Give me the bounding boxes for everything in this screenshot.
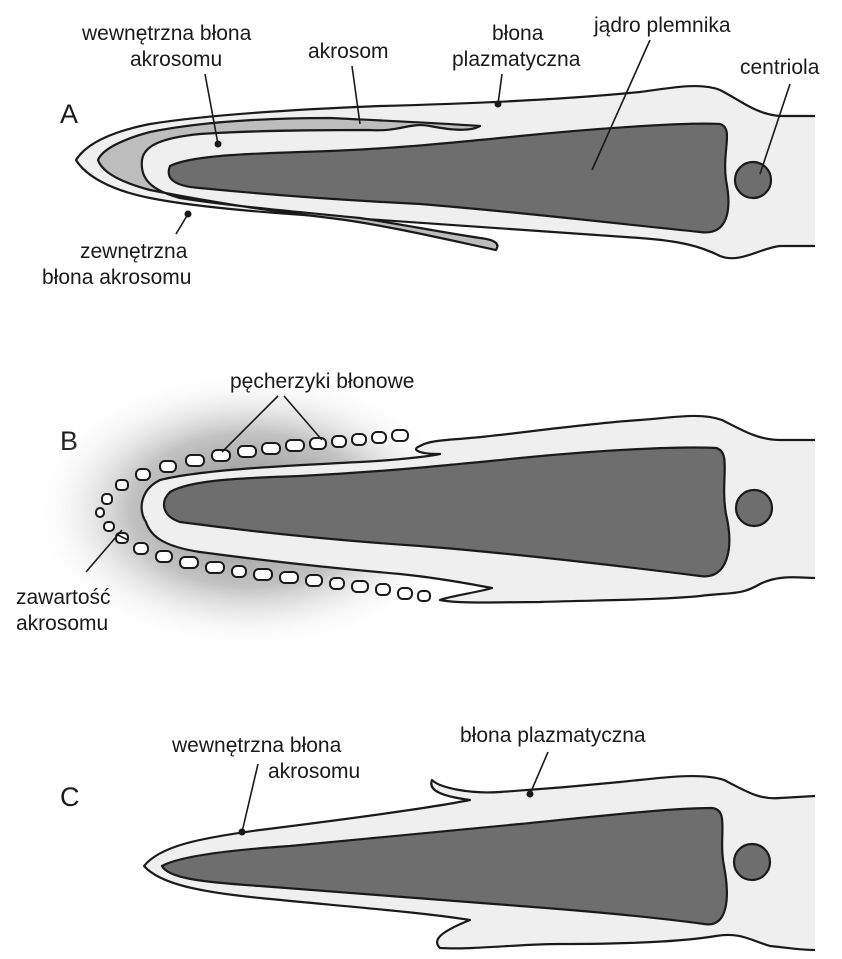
vesicle [134,543,148,554]
panel-a-inner-membrane-label-line1: wewnętrzna błona [81,22,252,45]
vesicle [104,522,114,531]
panel-b-contents-label-line2: akrosomu [16,612,108,635]
vesicle [156,551,172,562]
panel-c: C wewnętrzna błona akrosomu błona plazma… [60,724,815,950]
panel-a-plasma-membrane-label-line1: błona [492,22,544,45]
vesicle [186,455,204,466]
vesicle [398,588,412,599]
vesicle [332,436,346,447]
panel-b-centriole-shape [736,490,772,526]
panel-c-inner-membrane-leader [242,764,258,832]
panel-a-centriole-shape [735,162,771,198]
vesicle [330,578,344,589]
vesicle [206,562,224,573]
panel-a: A wewnętrzna błona akrosomu akrosom błon… [42,14,820,289]
vesicle [232,566,246,577]
panel-a-plasma-membrane-leader [498,74,502,104]
panel-c-centriole-shape [734,844,770,880]
panel-a-inner-membrane-marker [215,141,222,148]
vesicle [212,450,230,461]
vesicle [376,584,390,595]
vesicle [372,432,386,443]
vesicle [306,575,322,586]
panel-c-inner-membrane-label-line1: wewnętrzna błona [171,734,342,757]
vesicle [254,569,272,580]
vesicle [160,461,176,472]
vesicle [262,443,280,454]
panel-a-acrosome-label: akrosom [308,40,389,63]
panel-c-plasma-membrane-marker [527,791,534,798]
vesicle [180,557,198,568]
panel-b: B [16,370,815,650]
vesicle [392,430,408,441]
panel-a-outer-membrane-label-line2: błona akrosomu [42,266,191,289]
vesicle [310,438,326,449]
panel-b-vesicles-label: pęcherzyki błonowe [230,370,414,393]
panel-a-outer-membrane-label-line1: zewnętrzna [80,240,188,263]
panel-b-contents-label-line1: zawartość [16,586,111,609]
panel-a-letter: A [60,99,78,129]
panel-a-centriole-label: centriola [740,56,820,79]
panel-c-inner-membrane-marker [239,829,246,836]
panel-a-inner-membrane-label-line2: akrosomu [130,48,222,71]
panel-c-inner-membrane-label-line2: akrosomu [268,760,360,783]
vesicle [280,572,298,583]
vesicle [238,446,256,457]
panel-a-plasma-membrane-label-line2: plazmatyczna [452,48,581,71]
vesicle [116,480,128,490]
vesicle [352,434,366,445]
vesicle [96,508,104,517]
vesicle [352,581,368,592]
vesicle [286,440,304,451]
vesicle [102,494,112,504]
vesicle [418,591,430,601]
panel-a-plasma-membrane-marker [495,101,502,108]
panel-c-letter: C [60,782,80,812]
vesicle [136,469,150,480]
panel-c-plasma-membrane-label: błona plazmatyczna [460,724,646,747]
panel-a-nucleus-label: jądro plemnika [593,14,731,37]
panel-a-outer-membrane-marker [185,211,192,218]
